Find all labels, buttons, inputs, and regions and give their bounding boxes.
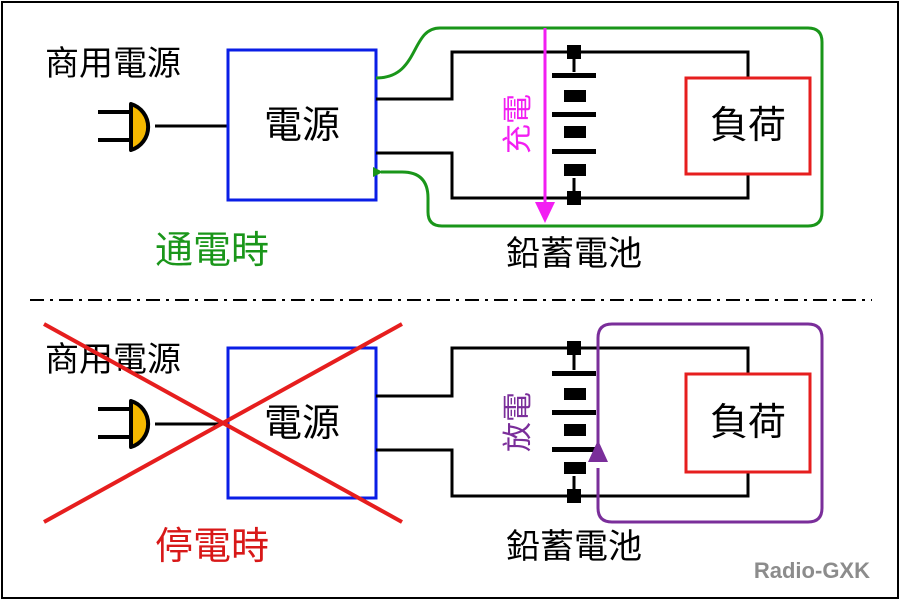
plug-icon bbox=[98, 102, 151, 152]
power-supply-label: 電源 bbox=[264, 401, 340, 445]
battery-label: 鉛蓄電池 bbox=[506, 234, 642, 274]
charge-current-path bbox=[373, 26, 824, 228]
discharge-arrow bbox=[588, 440, 608, 462]
discharge-label: 放電 bbox=[501, 392, 536, 452]
discharge-current-path bbox=[596, 322, 824, 524]
charge-label: 充電 bbox=[501, 94, 536, 154]
battery-label: 鉛蓄電池 bbox=[506, 527, 642, 567]
top-panel: 商用電源 電源 鉛蓄電池 bbox=[45, 26, 824, 274]
charge-arrow bbox=[535, 28, 555, 223]
outage-cross-icon bbox=[43, 322, 403, 524]
commercial-power-label: 商用電源 bbox=[45, 44, 181, 84]
power-supply-label: 電源 bbox=[264, 103, 340, 147]
wiring bbox=[376, 50, 750, 200]
load-label: 負荷 bbox=[710, 400, 786, 444]
load-label: 負荷 bbox=[710, 103, 786, 147]
normal-state-label: 通電時 bbox=[155, 228, 269, 272]
wiring bbox=[376, 346, 750, 498]
power-supply-box bbox=[226, 48, 378, 202]
battery-icon bbox=[552, 45, 596, 205]
battery-icon bbox=[552, 341, 596, 503]
bottom-panel: 商用電源 電源 鉛蓄電池 bbox=[43, 322, 824, 568]
outage-state-label: 停電時 bbox=[155, 524, 269, 568]
watermark: Radio-GXK bbox=[754, 558, 870, 583]
plug-icon bbox=[98, 399, 151, 449]
load-box bbox=[684, 372, 812, 474]
power-supply-box bbox=[226, 346, 378, 500]
load-box bbox=[684, 76, 812, 176]
